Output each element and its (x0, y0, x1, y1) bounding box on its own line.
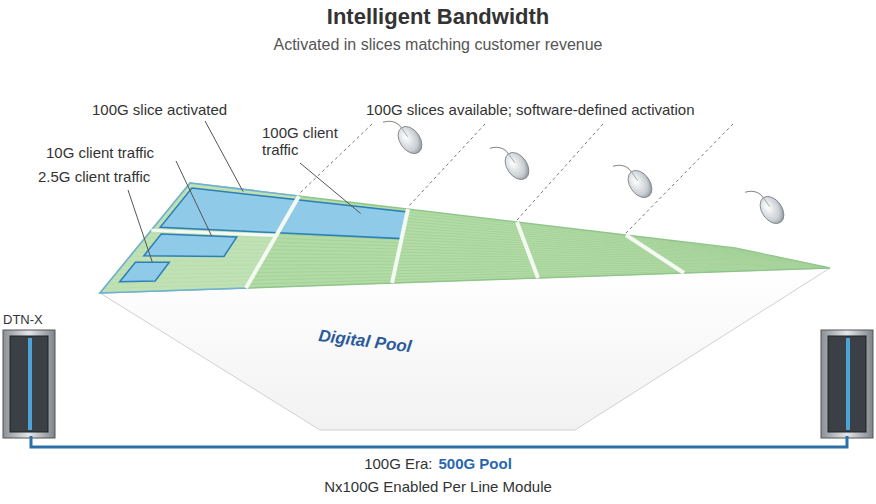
pool-funnel (100, 268, 830, 430)
slice-divider (151, 230, 276, 235)
subtitle: Activated in slices matching customer re… (0, 36, 876, 54)
mouse-button (763, 198, 769, 207)
client-traffic-block (144, 234, 237, 256)
callout-label: 100G slice activated (92, 101, 227, 118)
mouse-body (623, 166, 657, 202)
client-traffic-block (120, 262, 170, 282)
leader-line (205, 121, 243, 192)
slice-divider (392, 209, 408, 283)
card-cage (828, 336, 866, 432)
node-text: DTN-X (3, 312, 47, 327)
footer-row: 100G Era: 500G Pool (0, 455, 876, 472)
digital-pool-plane (100, 183, 830, 293)
callout-label: 100G slices available; software-defined … (366, 101, 695, 118)
callout-label: 10G client traffic (46, 144, 154, 161)
slice-divider (626, 235, 684, 273)
card-cage (10, 336, 48, 432)
client-traffic-block (278, 200, 408, 239)
fiber (28, 338, 32, 430)
mouse-body (393, 122, 427, 158)
mouse-button (401, 128, 407, 137)
fiber (846, 338, 850, 430)
era-label: 100G Era: (364, 455, 432, 472)
slice-divider (517, 222, 538, 278)
dashed-guide (517, 124, 603, 220)
callout-label: 2.5G client traffic (38, 168, 150, 185)
mouse-icon (613, 154, 657, 203)
leader-line (300, 163, 361, 214)
chassis (3, 330, 55, 438)
line-link (31, 436, 847, 447)
mouse-button (631, 172, 637, 181)
chassis (821, 330, 873, 438)
mouse-icon (490, 136, 534, 185)
mouse-body (755, 192, 789, 228)
callout-label: 100G client traffic (262, 124, 362, 159)
mouse-body (500, 148, 534, 184)
footer-note: Nx100G Enabled Per Line Module (0, 478, 876, 495)
leader-line (176, 161, 212, 236)
dtn-x-left (3, 330, 55, 438)
mouse-button (508, 154, 514, 163)
leader-line (128, 190, 152, 262)
equipment-label: DTN-X (3, 312, 47, 329)
pool-size-label: 500G Pool (439, 455, 512, 472)
title: Intelligent Bandwidth (0, 4, 876, 29)
active-slice (100, 183, 299, 293)
slice-divider (246, 196, 299, 288)
mouse-icon (745, 180, 789, 229)
client-traffic-block (160, 188, 297, 233)
dtn-x-right (821, 330, 873, 438)
